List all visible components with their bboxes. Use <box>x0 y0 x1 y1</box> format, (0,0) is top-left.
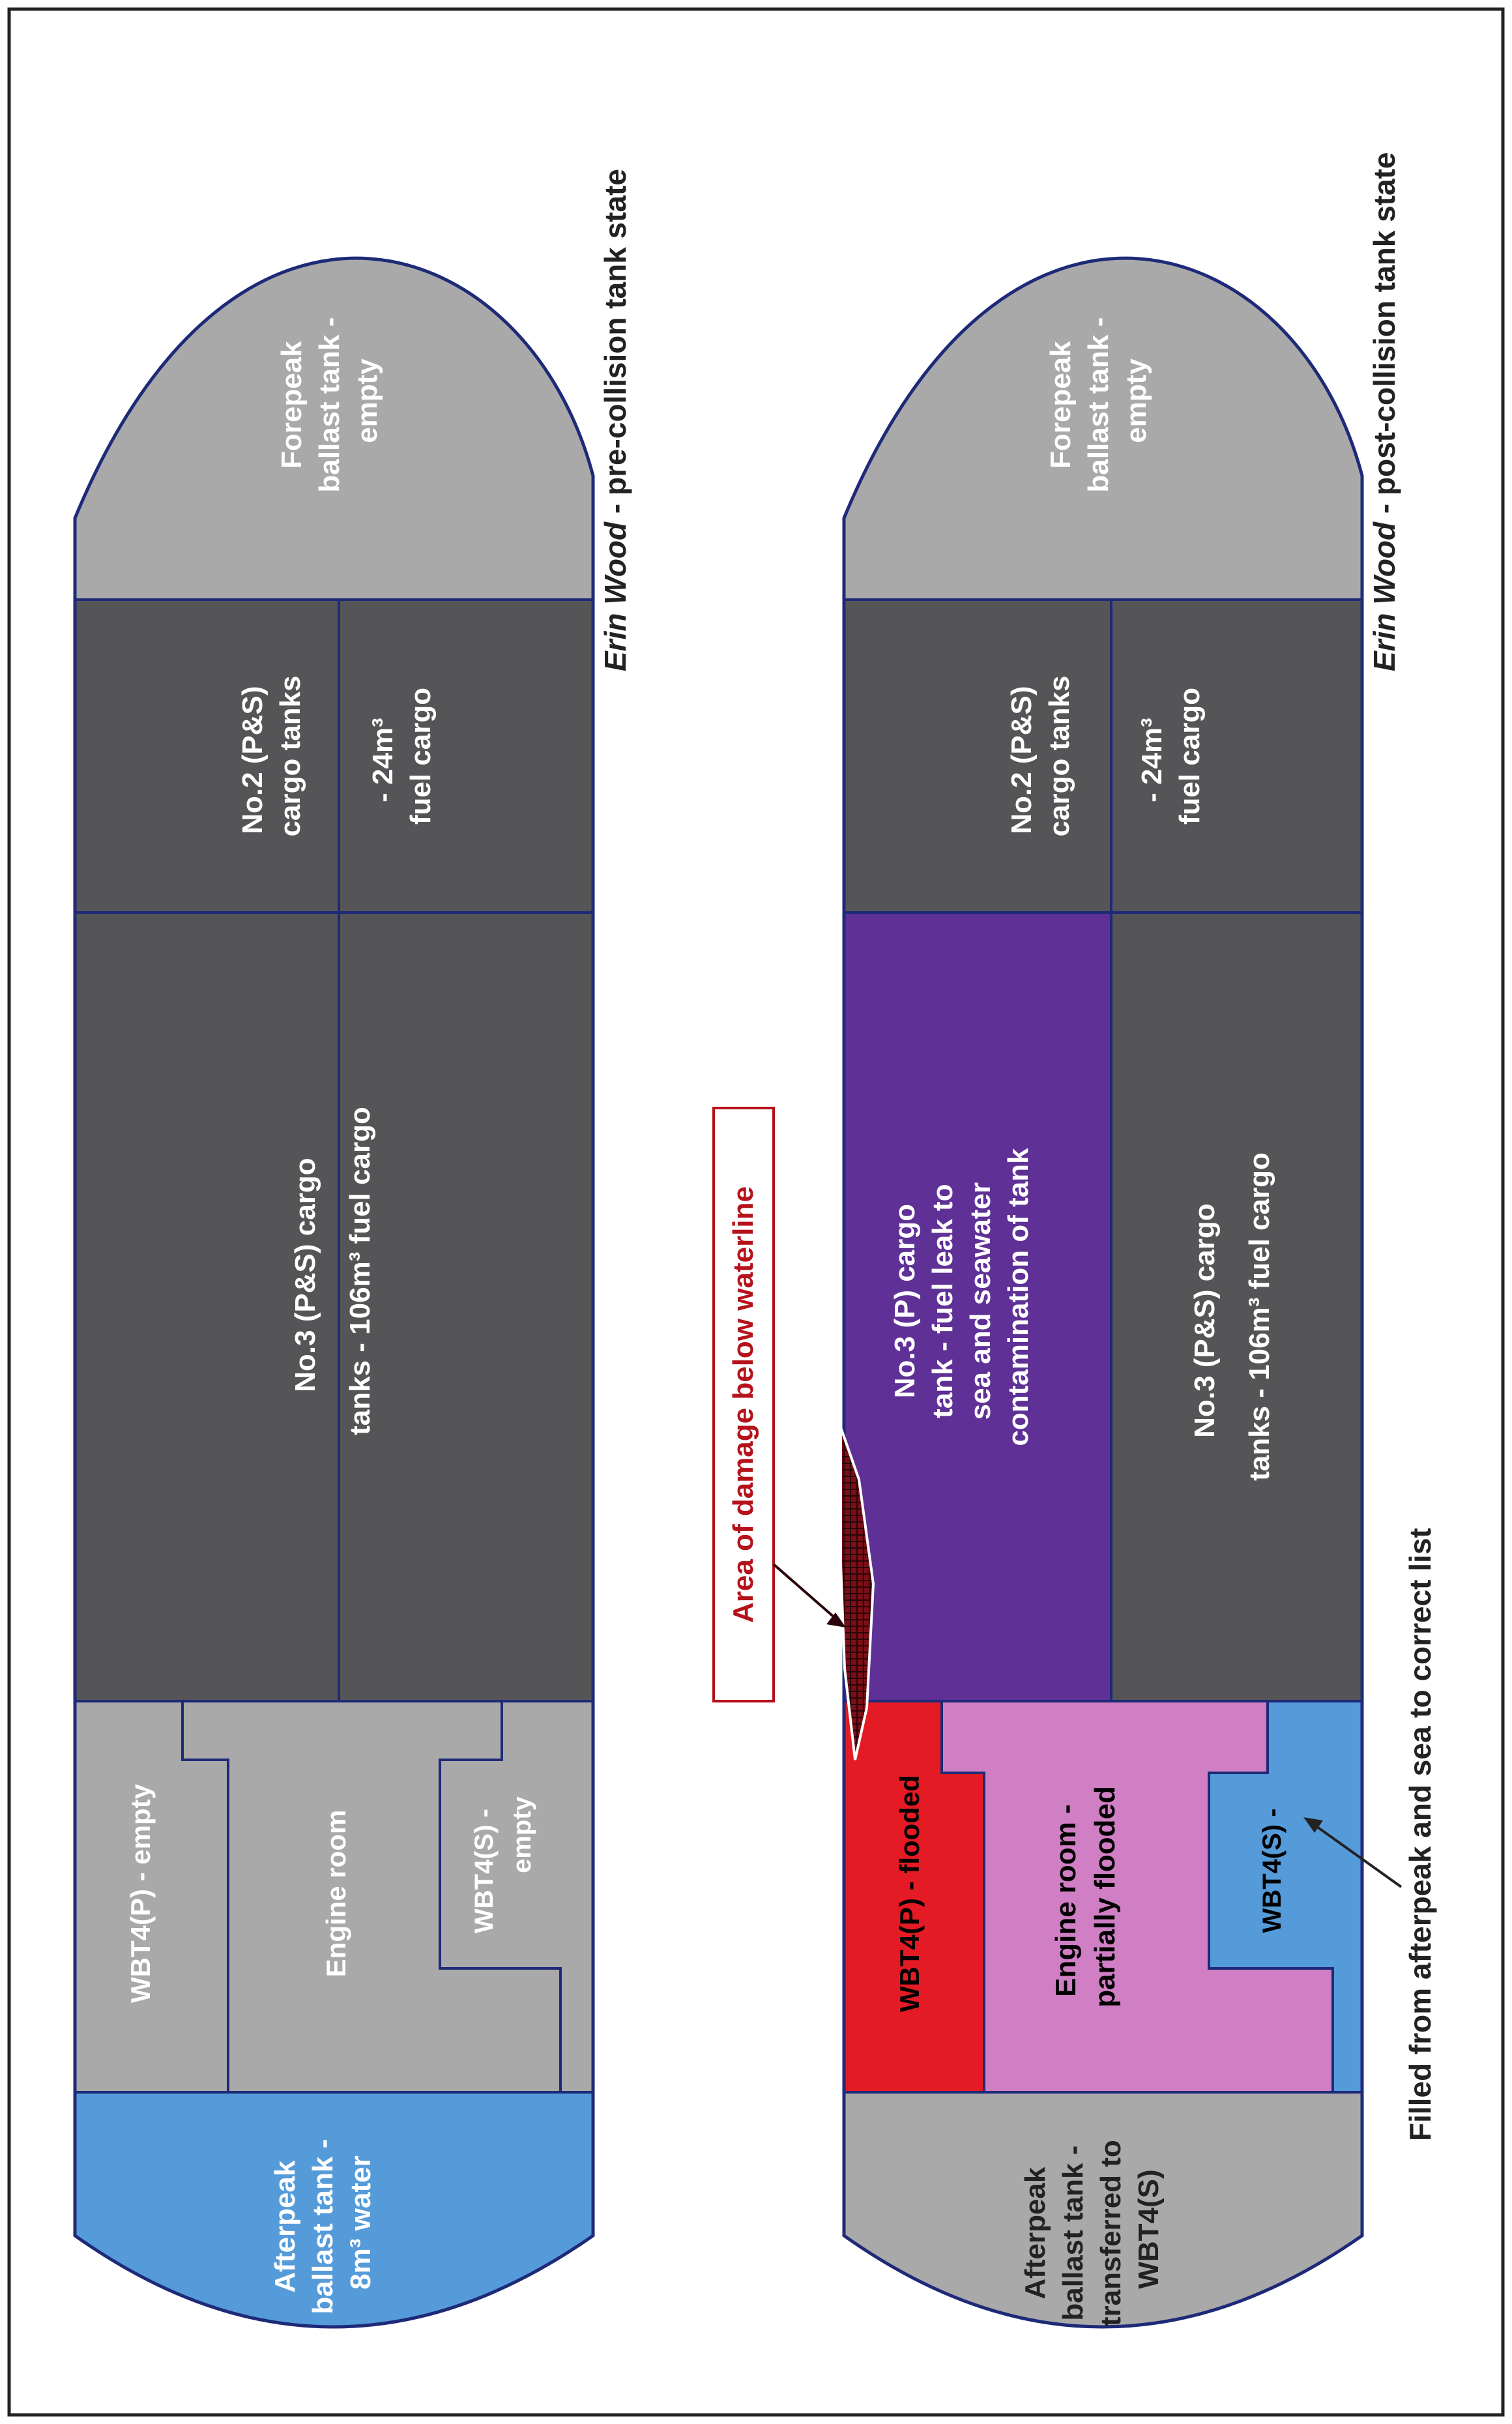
post-hull-outline <box>842 256 1364 2329</box>
pre-no2-cargo-tanks <box>75 600 593 913</box>
pre-hull-outline <box>73 256 595 2329</box>
post-afterpeak-label: Afterpeak ballast tank - transferred to … <box>1019 2132 1165 2326</box>
damage-callout-box <box>712 1107 775 1702</box>
filled-note-arrowhead <box>1303 1817 1323 1833</box>
pre-engine-room-label: Engine room <box>321 1810 351 1978</box>
pre-collision-ship: Forepeak ballast tank - empty No.2 (P&S)… <box>73 169 632 2329</box>
post-division-lines <box>844 598 1362 2094</box>
post-no3p-cargo-tank <box>844 913 1111 1701</box>
pre-forepeak-label: Forepeak ballast tank - empty <box>276 309 383 492</box>
post-collision-ship: Forepeak ballast tank - empty No.2 (P&S)… <box>712 152 1437 2329</box>
pre-division-lines <box>75 598 593 2094</box>
post-engine-room-label: Engine room - partially flooded <box>1050 1786 1121 2008</box>
post-no2-label: No.2 (P&S) cargo tanks <box>1006 676 1075 837</box>
pre-wbt4p-label: WBT4(P) - empty <box>125 1783 156 2003</box>
post-no3ps-cargo-tanks <box>1111 913 1362 1701</box>
post-wbt4p-label: WBT4(P) - flooded <box>894 1775 925 2012</box>
post-no2-cargo-tanks <box>844 600 1362 913</box>
pre-title: Erin Wood - pre-collision tank state <box>598 169 632 671</box>
damage-callout-arrow-line <box>772 1563 842 1624</box>
post-no3ps-label: No.3 (P&S) cargo tanks - 106m³ fuel carg… <box>1189 1152 1275 1481</box>
pre-afterpeak-label: Afterpeak ballast tank - 8m³ water <box>269 2131 377 2314</box>
pre-no3-label: No.3 (P&S) cargo tanks - 106m³ fuel carg… <box>289 1107 376 1435</box>
figure-frame <box>7 7 1505 2417</box>
damage-callout-arrowhead <box>826 1613 846 1628</box>
damage-area <box>839 1427 875 1760</box>
post-wbt4p-tank <box>844 1701 984 2092</box>
damage-callout-label: Area of damage below waterline <box>727 1186 759 1623</box>
filled-note-arrow-line <box>1309 1820 1403 1888</box>
pre-wbt4s-label: WBT4(S) - empty <box>470 1796 536 1933</box>
post-wbt4s-tank <box>1209 1701 1362 2092</box>
pre-no2-fuel-label: - 24m³ fuel cargo <box>367 688 437 825</box>
pre-engine-room <box>75 1701 593 2092</box>
post-title: Erin Wood - post-collision tank state <box>1367 152 1401 671</box>
pre-no3-cargo-tanks <box>75 913 593 1701</box>
post-wbt4s-label: WBT4(S) - <box>1258 1808 1287 1933</box>
pre-no2-label: No.2 (P&S) cargo tanks <box>237 676 306 837</box>
post-no2-fuel-label: - 24m³ fuel cargo <box>1136 688 1206 825</box>
filled-note-label: Filled from afterpeak and sea to correct… <box>1403 1528 1437 2141</box>
post-forepeak-label: Forepeak ballast tank - empty <box>1045 309 1152 492</box>
post-no3p-label: No.3 (P) cargo tank - fuel leak to sea a… <box>889 1148 1034 1446</box>
